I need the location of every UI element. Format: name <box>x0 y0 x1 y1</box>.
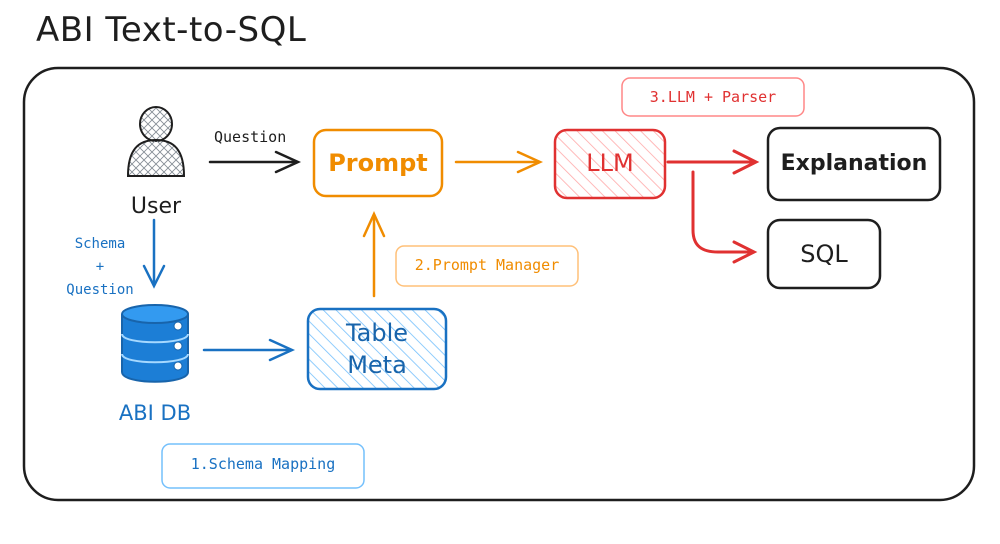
main-container <box>22 66 976 502</box>
stage-box-schema-mapping <box>161 443 365 489</box>
llm-node-box <box>553 128 667 200</box>
stage-label-schema-mapping: 1.Schema Mapping <box>190 455 336 473</box>
table-meta-node-label-line2: Meta <box>347 351 407 379</box>
user-label: User <box>130 194 182 219</box>
prompt-node-box <box>312 128 444 198</box>
explanation-node-box <box>766 126 942 202</box>
arrow-user-to-prompt <box>208 150 302 174</box>
sql-node-box <box>766 218 882 290</box>
database-icon <box>121 304 189 383</box>
user-icon <box>126 106 186 177</box>
edge-label-schema-line1: Schema <box>74 236 126 252</box>
sql-node-label: SQL <box>800 240 848 268</box>
arrow-prompt-to-llm <box>454 150 544 174</box>
stage-box-prompt-manager <box>395 245 579 287</box>
page-title: ABI Text-to-SQL <box>36 10 307 50</box>
prompt-node-label: Prompt <box>328 149 428 177</box>
explanation-node-label: Explanation <box>780 151 928 176</box>
arrow-user-to-db <box>142 218 166 289</box>
edge-label-schema-line3: Question <box>66 282 134 298</box>
arrow-db-to-table-meta <box>202 338 296 362</box>
arrow-table-meta-to-prompt <box>362 210 386 298</box>
edge-label-question: Question <box>214 128 287 146</box>
stage-label-prompt-manager: 2.Prompt Manager <box>414 256 560 274</box>
stage-label-llm-parser: 3.LLM + Parser <box>649 88 777 106</box>
db-label: ABI DB <box>118 401 192 425</box>
arrow-llm-to-sql <box>691 170 758 264</box>
edge-label-schema-line2: + <box>95 259 105 275</box>
arrow-llm-to-explanation <box>666 149 760 175</box>
table-meta-node-box <box>306 307 448 391</box>
stage-box-llm-parser <box>621 77 805 117</box>
table-meta-node-label-line1: Table <box>345 319 409 347</box>
llm-node-label: LLM <box>586 149 634 177</box>
